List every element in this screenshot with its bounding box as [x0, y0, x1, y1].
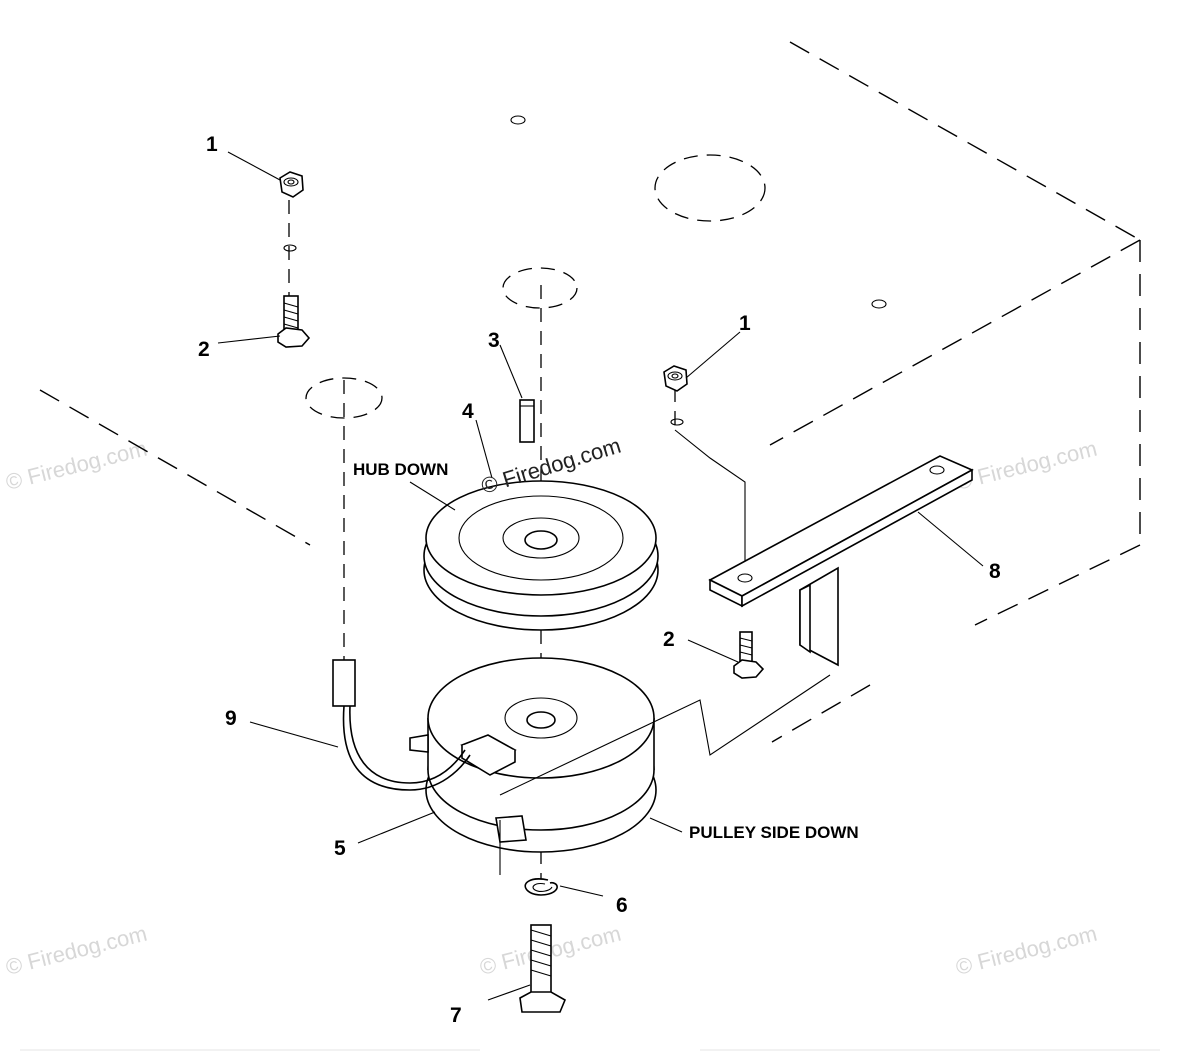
callout-4: 4 — [462, 400, 474, 423]
key — [519, 399, 535, 443]
washer-right — [670, 418, 684, 426]
bolt-path-right — [674, 429, 746, 570]
callout-5: 5 — [334, 837, 346, 860]
watermark-right-upper: © Firedog.com — [953, 436, 1099, 495]
washer-left — [283, 244, 297, 252]
bracket — [708, 455, 974, 667]
deck-outline — [39, 41, 1141, 743]
callout-9: 9 — [225, 707, 237, 730]
deck-hole-small-top — [510, 115, 526, 125]
deck-hole-large — [654, 154, 766, 222]
label-pulley-side-down: PULLEY SIDE DOWN — [689, 823, 859, 842]
lock-nut-right — [663, 365, 688, 392]
callout-7: 7 — [450, 1004, 462, 1027]
callout-1-left: 1 — [206, 133, 218, 156]
label-hub-down: HUB DOWN — [353, 460, 448, 479]
leader-lines — [217, 151, 984, 1001]
bolt-left — [277, 295, 311, 348]
callout-2-left: 2 — [198, 338, 210, 361]
callout-1-right: 1 — [739, 312, 751, 335]
lock-nut-left — [279, 171, 304, 198]
watermark-left-upper: © Firedog.com — [3, 436, 149, 495]
watermark-right-lower: © Firedog.com — [953, 921, 1099, 980]
bolt-right — [733, 631, 765, 679]
deck-hole-center — [502, 267, 578, 309]
anti-rotation-link — [499, 674, 831, 875]
watermark-left-lower: © Firedog.com — [3, 921, 149, 980]
callouts: 1 2 3 4 1 2 8 9 5 6 7 — [198, 133, 1001, 1027]
retaining-ring — [524, 878, 558, 896]
clutch-bolt — [519, 924, 567, 1013]
wire-harness — [332, 659, 471, 791]
electric-clutch — [409, 657, 657, 853]
deck-hole-left — [305, 377, 383, 419]
deck-hole-small-right — [871, 299, 887, 309]
callout-3: 3 — [488, 329, 500, 352]
callout-8: 8 — [989, 560, 1001, 583]
callout-2-right: 2 — [663, 628, 675, 651]
callout-6: 6 — [616, 894, 628, 917]
pulley — [423, 480, 659, 631]
